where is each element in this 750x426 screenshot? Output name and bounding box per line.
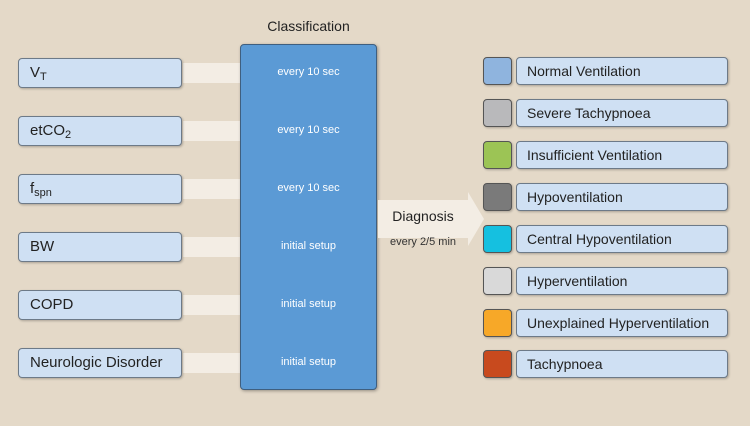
diagnosis-label: Diagnosis — [392, 208, 454, 224]
swatch-unexplained-hyperventilation — [483, 309, 512, 337]
output-hypoventilation: Hypoventilation — [516, 183, 728, 211]
rate-label: every 10 sec — [277, 182, 340, 194]
output-hyperventilation: Hyperventilation — [516, 267, 728, 295]
input-fspn: fspn — [18, 174, 182, 204]
output-normal-ventilation: Normal Ventilation — [516, 57, 728, 85]
swatch-hypoventilation — [483, 183, 512, 211]
classification-title: Classification — [267, 18, 350, 34]
rate-label: every 10 sec — [277, 66, 340, 78]
rate-label: every 10 sec — [277, 124, 340, 136]
swatch-insufficient-ventilation — [483, 141, 512, 169]
input-vt: VT — [18, 58, 182, 88]
output-unexplained-hyperventilation: Unexplained Hyperventilation — [516, 309, 728, 337]
input-bw: BW — [18, 232, 182, 262]
rate-label: initial setup — [280, 240, 337, 252]
output-central-hypoventilation: Central Hypoventilation — [516, 225, 728, 253]
input-neurologic-disorder: Neurologic Disorder — [18, 348, 182, 378]
diagnosis-arrow — [378, 192, 484, 246]
diagnosis-rate: every 2/5 min — [389, 236, 457, 248]
input-copd: COPD — [18, 290, 182, 320]
rate-label: initial setup — [280, 356, 337, 368]
output-tachypnoea: Tachypnoea — [516, 350, 728, 378]
swatch-severe-tachypnoea — [483, 99, 512, 127]
input-etco2: etCO2 — [18, 116, 182, 146]
swatch-tachypnoea — [483, 350, 512, 378]
swatch-central-hypoventilation — [483, 225, 512, 253]
rate-label: initial setup — [280, 298, 337, 310]
swatch-hyperventilation — [483, 267, 512, 295]
output-insufficient-ventilation: Insufficient Ventilation — [516, 141, 728, 169]
swatch-normal-ventilation — [483, 57, 512, 85]
output-severe-tachypnoea: Severe Tachypnoea — [516, 99, 728, 127]
classification-block — [240, 44, 377, 390]
